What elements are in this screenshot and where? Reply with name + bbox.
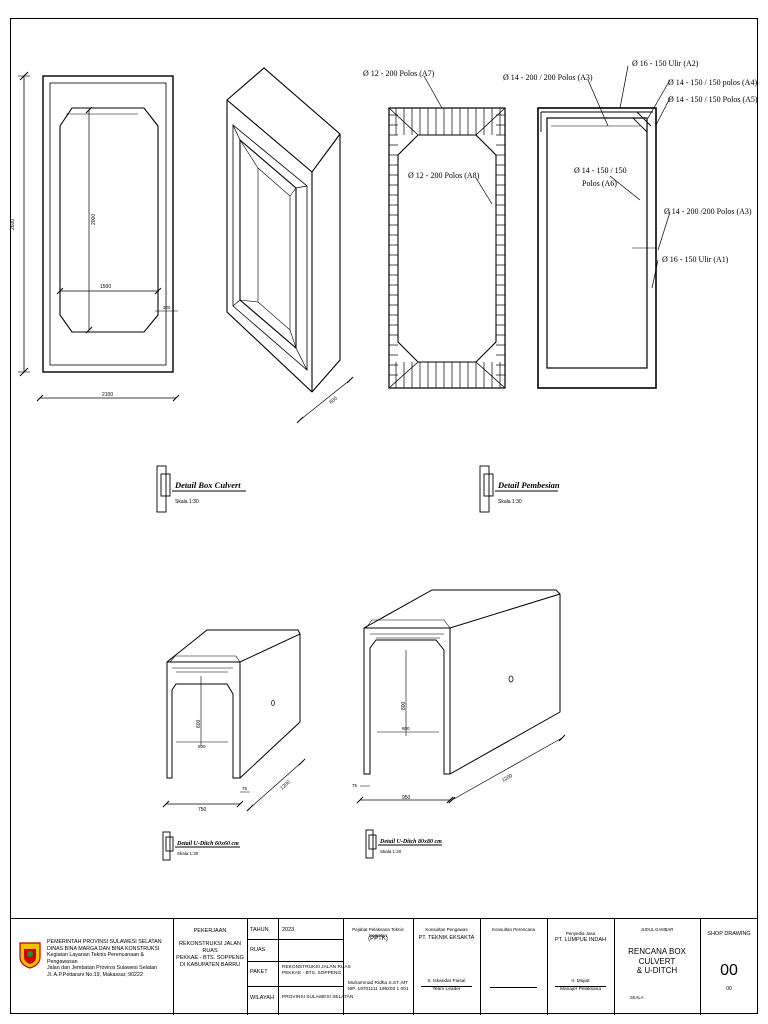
dim-uditch-small-inner: 600 bbox=[198, 744, 206, 749]
ruas-label: RUAS bbox=[250, 947, 266, 953]
pptk-label: Pejabat Pelaksana Teknis Kegiatan bbox=[352, 927, 404, 938]
caption-box-culvert: Detail Box Culvert Skala 1:30 bbox=[156, 465, 246, 513]
pptk-nip: NIP. 19701111 199203 1 001 bbox=[347, 986, 409, 992]
pekerjaan-label: PEKERJAAN bbox=[193, 928, 227, 934]
label-a6-line1: Ø 14 - 150 / 150 bbox=[574, 166, 627, 175]
label-a8: Ø 12 - 200 Polos (A8) bbox=[408, 171, 480, 180]
dim-box-depth: 600 bbox=[328, 395, 338, 405]
drawing-frame bbox=[10, 18, 758, 1014]
stirrup-ticks bbox=[389, 108, 505, 388]
pengawas-name: Ir. Iskandar Faisal bbox=[427, 979, 466, 984]
dim-box-wall: 300 bbox=[163, 305, 171, 310]
label-a2: Ø 16 - 150 Ulir (A2) bbox=[632, 59, 699, 68]
caption-uditch-large: Detail U-Ditch 80x80 cm Skala 1:20 bbox=[365, 829, 442, 859]
agency-line-4: Jalan dan Jembatan Provinsi Sulawesi Sel… bbox=[47, 965, 158, 972]
dim-uditch-small-width: 750 bbox=[198, 807, 207, 813]
label-a7: Ø 12 - 200 Polos (A7) bbox=[363, 69, 435, 78]
caption-box-culvert-scale: Skala 1:30 bbox=[175, 499, 199, 505]
dim-box-height: 2600 bbox=[10, 219, 16, 230]
pekerjaan-line-2: PEKKAE - BTS. SOPPENG bbox=[176, 954, 244, 961]
dim-uditch-small-height: 600 bbox=[196, 719, 202, 728]
agency-line-5: Jl. A.P.Pettarani No.19, Makassar, 90222 bbox=[47, 972, 143, 979]
agency-text: PEMERINTAH PROVINSI SULAWESI SELATAN DIN… bbox=[47, 939, 172, 979]
dim-uditch-small-length: 1200 bbox=[279, 779, 291, 791]
dim-uditch-large-wall: 75 bbox=[352, 783, 358, 788]
wilayah-value: PROVINSI SULAWESI SELATAN bbox=[282, 995, 354, 1000]
tahun-label: TAHUN bbox=[250, 927, 269, 933]
rebar-leaders bbox=[587, 65, 671, 289]
perencana-label: Konsultan Perencana bbox=[491, 927, 536, 932]
caption-pembesian-scale: Skala 1:30 bbox=[498, 499, 522, 505]
wilayah-label: WILAYAH bbox=[250, 995, 274, 1001]
box-culvert-plan bbox=[18, 71, 180, 402]
caption-uditch-small-scale: Skala 1:30 bbox=[177, 851, 199, 856]
label-a4: Ø 14 - 150 / 150 polos (A4) bbox=[668, 78, 757, 87]
pengawas-value: PT. TEKNIK EKSAKTA bbox=[418, 935, 475, 941]
paket-label: PAKET bbox=[250, 969, 268, 975]
shop-drawing-label: SHOP DRAWING bbox=[707, 931, 751, 937]
tahun-value: 2023 bbox=[282, 927, 295, 933]
dim-uditch-large-inner: 800 bbox=[402, 726, 410, 731]
uditch-large-isometric bbox=[356, 589, 566, 804]
caption-uditch-small-title: Detail U-Ditch 60x60 cm bbox=[176, 841, 239, 847]
uditch-small-isometric bbox=[162, 629, 306, 812]
agency-line-1: PEMERINTAH PROVINSI SULAWESI SELATAN bbox=[47, 939, 162, 945]
label-a5: Ø 14 - 150 / 150 Polos (A5) bbox=[668, 95, 758, 104]
penyedia-role: Manajer Pelaksana bbox=[559, 986, 602, 992]
rebar-section-main bbox=[537, 107, 657, 389]
judul-label: JUDUL GAMBAR bbox=[640, 927, 674, 932]
caption-pembesian-title: Detail Pembesian bbox=[497, 480, 560, 490]
judul-line-2: & U-DITCH bbox=[636, 966, 678, 976]
skala-label: SKALA bbox=[630, 995, 644, 1000]
sheet-sub-number: 00 bbox=[726, 986, 732, 992]
pekerjaan-line-3: DI KABUPATEN BARRU bbox=[179, 961, 241, 968]
caption-uditch-large-scale: Skala 1:20 bbox=[380, 849, 402, 854]
label-a3-side: Ø 14 - 200 /200 Polos (A3) bbox=[664, 207, 752, 216]
caption-uditch-large-title: Detail U-Ditch 80x80 cm bbox=[379, 839, 442, 845]
penyedia-label: Penyedia Jasa bbox=[565, 931, 596, 936]
leader-a7 bbox=[423, 75, 443, 109]
pengawas-role: Team Leader bbox=[432, 986, 461, 992]
agency-line-2: DINAS BINA MARGA DAN BINA KONSTRUKSI bbox=[47, 945, 160, 952]
label-a6-line2: Polos (A6) bbox=[582, 179, 617, 188]
pptk-value: (PPTK) bbox=[368, 936, 388, 942]
box-culvert-isometric bbox=[226, 67, 354, 424]
pekerjaan-line-1: REKONSTRUKSI JALAN RUAS bbox=[178, 941, 242, 954]
label-a1: Ø 16 - 150 Ulir (A1) bbox=[662, 255, 729, 264]
dim-uditch-large-height: 800 bbox=[401, 701, 407, 710]
paket-line-1: REKONSTRUKSI JALAN RUAS bbox=[282, 965, 351, 970]
caption-uditch-small: Detail U-Ditch 60x60 cm Skala 1:30 bbox=[162, 831, 240, 861]
paket-line-2: PEKKAE - BTS. SOPPENG bbox=[282, 970, 342, 976]
penyedia-name: Ir. Mujiat bbox=[571, 979, 590, 984]
rebar-section-stirrups bbox=[388, 107, 506, 389]
judul-line-1: RENCANA BOX CULVERT bbox=[628, 947, 686, 966]
pengawas-label: Konsultan Pengawas bbox=[425, 927, 468, 932]
agency-logo bbox=[18, 941, 42, 969]
caption-box-culvert-title: Detail Box Culvert bbox=[174, 480, 241, 490]
dim-box-inner-width: 1500 bbox=[100, 284, 111, 290]
label-a3-top: Ø 14 - 200 / 200 Polos (A3) bbox=[503, 73, 593, 82]
sheet-number: 00 bbox=[720, 962, 738, 979]
title-block: PEMERINTAH PROVINSI SULAWESI SELATAN DIN… bbox=[10, 918, 758, 1015]
caption-pembesian: Detail Pembesian Skala 1:30 bbox=[479, 465, 560, 513]
drawing-canvas: 2600 2000 1500 300 2100 600 Ø 12 - 200 P… bbox=[10, 59, 758, 861]
penyedia-value: PT. LUMPUE INDAH bbox=[554, 937, 607, 943]
dim-box-width: 2100 bbox=[102, 392, 113, 398]
dim-uditch-small-wall: 75 bbox=[242, 786, 248, 791]
agency-line-3: Kegiatan Layanan Teknis Perencanaan & Pe… bbox=[47, 952, 145, 965]
pptk-name: Muhammad Ridha S.ST.,MT bbox=[347, 981, 409, 986]
dim-uditch-large-width: 950 bbox=[402, 795, 411, 801]
leader-a8 bbox=[475, 177, 493, 205]
dim-box-inner-height: 2000 bbox=[91, 214, 97, 225]
dim-uditch-large-length: 1200 bbox=[501, 773, 514, 784]
